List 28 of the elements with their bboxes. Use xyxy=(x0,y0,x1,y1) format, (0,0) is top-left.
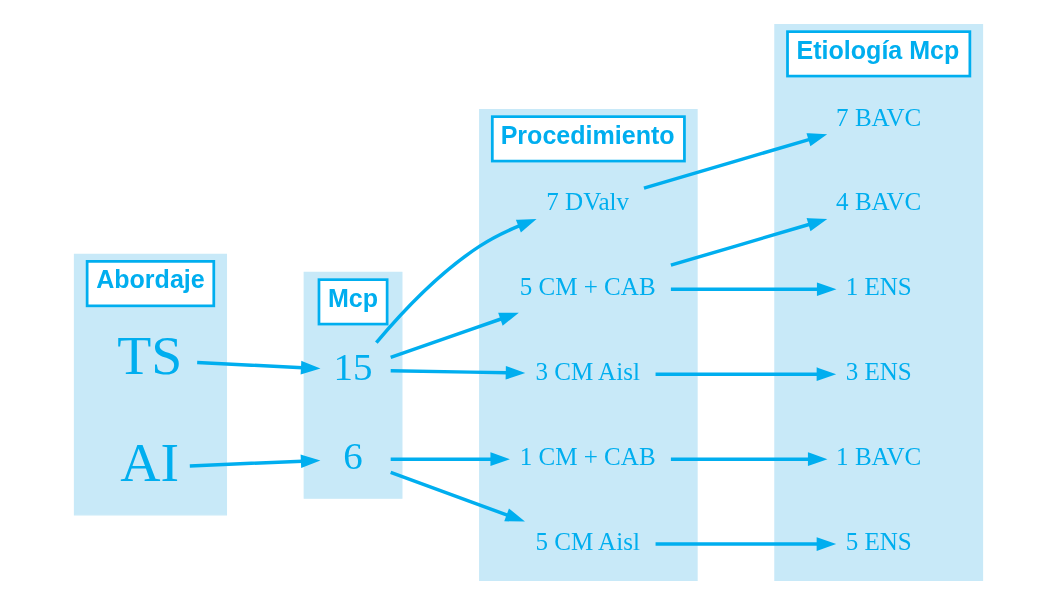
arrow xyxy=(670,452,828,466)
node-text: 5 CM Aisl xyxy=(535,528,640,556)
node-text: 1 BAVC xyxy=(836,443,922,471)
arrow xyxy=(655,367,837,382)
node-text: 5 ENS xyxy=(845,528,912,556)
node-text: 3 CM Aisl xyxy=(535,358,640,386)
arrow xyxy=(670,282,837,297)
node-text: 6 xyxy=(343,433,363,477)
arrow xyxy=(375,218,537,344)
node-text: 7 DValv xyxy=(546,188,630,216)
arrow xyxy=(197,360,321,375)
arrow xyxy=(390,452,510,466)
arrow xyxy=(390,470,525,522)
node-text: 4 BAVC xyxy=(836,188,922,216)
node-text: 7 BAVC xyxy=(836,103,922,131)
arrow xyxy=(390,365,526,380)
node-text: AI xyxy=(120,431,180,494)
node-text: 3 ENS xyxy=(845,358,912,386)
arrow xyxy=(643,133,828,190)
node-text: 15 xyxy=(333,344,373,388)
node-text: TS xyxy=(117,324,183,387)
arrow xyxy=(655,537,837,551)
node-text: 1 CM + CAB xyxy=(519,443,656,471)
arrow xyxy=(670,218,828,267)
arrow xyxy=(390,312,519,360)
arrow xyxy=(189,454,321,469)
node-text: 5 CM + CAB xyxy=(519,273,656,301)
node-text: 1 ENS xyxy=(845,273,912,301)
